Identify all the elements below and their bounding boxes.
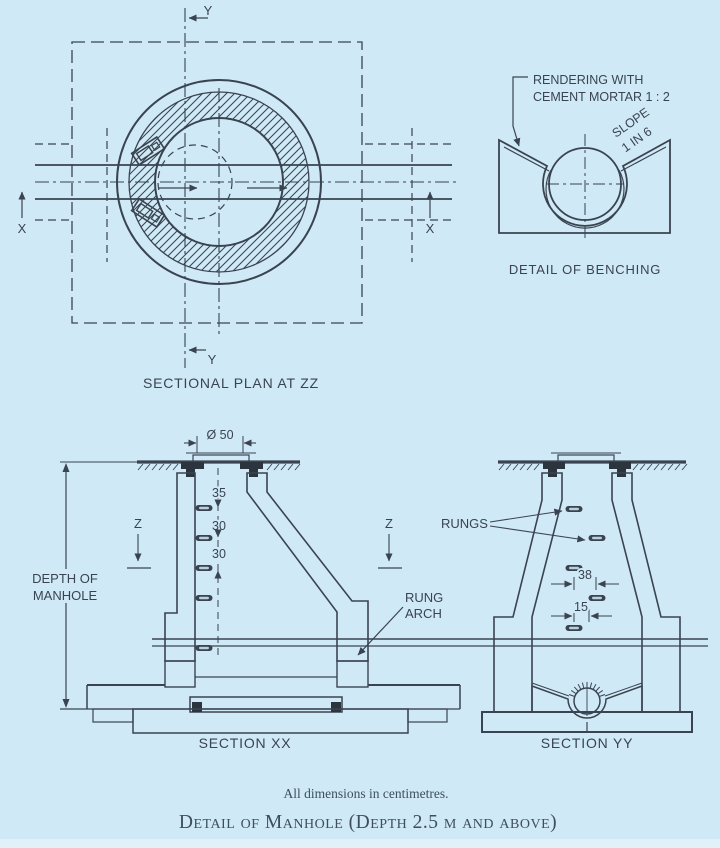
plan-title: SECTIONAL PLAN AT ZZ xyxy=(143,375,319,391)
benching-concrete xyxy=(498,138,671,234)
pipe-hidden-edges xyxy=(35,143,452,221)
wall-left-yy xyxy=(493,472,563,713)
pipe-arch-hatch xyxy=(568,682,606,697)
sewer-pipe-sections xyxy=(152,638,708,647)
dim-30b: 30 xyxy=(212,547,226,561)
depth-arrow-bottom xyxy=(62,699,70,708)
benching-title: DETAIL OF BENCHING xyxy=(509,262,661,277)
dia-ext-lines xyxy=(196,436,244,453)
section-y-label-bottom: Y xyxy=(208,352,217,367)
section-x-label-left: X xyxy=(18,221,27,236)
seal-right-xx xyxy=(331,702,341,712)
rung-arch-block-right xyxy=(336,660,369,688)
manhole-cover-yy xyxy=(557,454,615,463)
dim-38: 38 xyxy=(578,568,592,582)
rungs-leader-2 xyxy=(489,525,586,543)
benching-yy xyxy=(531,684,643,719)
depth-label-bg xyxy=(25,569,105,603)
benching-render-lines-yy xyxy=(531,682,643,697)
wall-right-yy xyxy=(611,472,681,713)
depth-label-line1: DEPTH OF xyxy=(32,571,98,586)
depth-arrow-top xyxy=(62,463,70,472)
rungs-leader-1 xyxy=(489,508,563,523)
sheet-edge-strip xyxy=(0,839,720,848)
access-opening-hidden xyxy=(157,144,233,220)
section-y-label-top: Y xyxy=(204,3,213,18)
dim-30a: 30 xyxy=(212,519,226,533)
ground-hatch-yy xyxy=(498,463,688,471)
wall-right-xx xyxy=(246,472,369,662)
trench-hidden-edges xyxy=(106,128,413,262)
z-mark-right: Z xyxy=(385,516,393,531)
sectional-plan-zz: X X Y Y SECTIONAL PLAN AT ZZ xyxy=(18,3,457,391)
rendering-layer-slopes xyxy=(503,146,667,172)
rendering-note-line2: CEMENT MORTAR 1 : 2 xyxy=(533,90,670,104)
rung-arch-label-line1: RUNG xyxy=(405,590,443,605)
section-yy: RUNGS 38 15 SECTION YY xyxy=(441,452,693,751)
slab-edges-xx xyxy=(86,685,461,709)
cover-frame-left-xx xyxy=(181,462,204,477)
section-yy-title: SECTION YY xyxy=(541,735,634,751)
dim-15: 15 xyxy=(574,600,588,614)
ground-hatch-xx xyxy=(137,463,301,471)
channel-block-xx xyxy=(189,696,343,713)
footer: All dimensions in centimetres. Detail of… xyxy=(0,786,720,848)
benching-detail: RENDERING WITH CEMENT MORTAR 1 : 2 SLOPE… xyxy=(498,73,671,277)
cover-diameter-dim: Ø 50 xyxy=(206,428,233,442)
seal-left-xx xyxy=(192,702,202,712)
rung-arch-leader xyxy=(357,606,404,656)
dim38-ticks xyxy=(573,577,597,590)
footing-step-right xyxy=(407,708,448,723)
manhole-cover-xx xyxy=(192,454,250,463)
z-mark-left: Z xyxy=(134,516,142,531)
section-xx-title: SECTION XX xyxy=(199,735,292,751)
dimensions-note: All dimensions in centimetres. xyxy=(284,786,449,801)
section-xx: Ø 50 35 30 30 Z Z DEPTH OF MANHOLE RUNG … xyxy=(25,426,461,751)
rung-arch-block-left xyxy=(164,660,196,688)
dim15-ticks xyxy=(573,609,590,622)
wall-left-xx xyxy=(164,472,196,662)
depth-label-line2: MANHOLE xyxy=(33,588,98,603)
rendering-leader xyxy=(512,76,528,147)
drawing-title: Detail of Manhole (Depth 2.5 m and above… xyxy=(179,812,557,833)
rendering-note-line1: RENDERING WITH xyxy=(533,73,643,87)
cover-frame-right-xx xyxy=(240,462,263,477)
section-x-label-right: X xyxy=(426,221,435,236)
rungs-label: RUNGS xyxy=(441,516,488,531)
footing-step-left xyxy=(92,708,134,723)
rung-arch-label-line2: ARCH xyxy=(405,606,442,621)
dim-35: 35 xyxy=(212,486,226,500)
